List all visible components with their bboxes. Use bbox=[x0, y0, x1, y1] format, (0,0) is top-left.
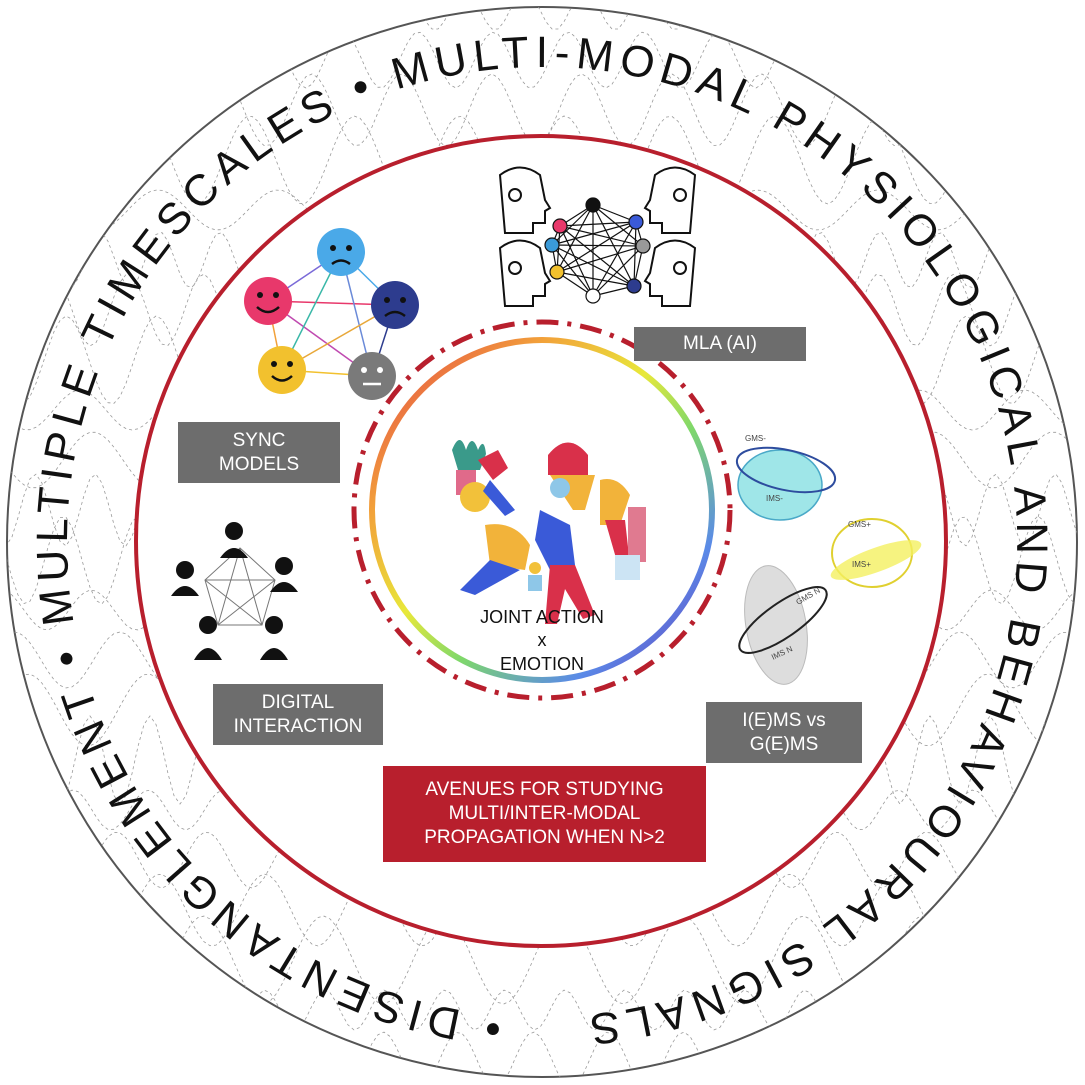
network-edge bbox=[592, 204, 637, 223]
dashed-red-circle bbox=[351, 319, 733, 701]
digital-interaction-label: DIGITAL INTERACTION bbox=[213, 684, 383, 745]
joint-action-illustration bbox=[452, 440, 646, 624]
emotion-network bbox=[244, 228, 419, 400]
network-edge bbox=[559, 225, 594, 297]
network-edge bbox=[559, 225, 635, 287]
avenues-label: AVENUES FOR STUDYING MULTI/INTER-MODAL P… bbox=[383, 766, 706, 862]
person-icon bbox=[171, 561, 199, 596]
happy-face-icon bbox=[244, 277, 292, 325]
network-edge bbox=[556, 225, 561, 273]
center-line-x: x bbox=[537, 630, 547, 651]
network-edge bbox=[551, 244, 635, 287]
ims-gms-ellipses: GMS- IMS- GMS+ IMS+ GMS N IMS N bbox=[735, 434, 922, 685]
label-gms-minus: GMS- bbox=[745, 434, 766, 443]
smiling-face-icon bbox=[258, 346, 306, 394]
person-icon bbox=[220, 522, 248, 558]
network-edge bbox=[556, 221, 637, 273]
center-line-emotion: EMOTION bbox=[500, 653, 584, 674]
center-line-joint-action: JOINT ACTION bbox=[480, 607, 604, 627]
network-node bbox=[544, 237, 560, 253]
sad-face-icon bbox=[371, 281, 419, 329]
rainbow-circle bbox=[369, 337, 715, 683]
network-edge bbox=[592, 204, 644, 247]
network-edge bbox=[592, 221, 637, 297]
robot-head-icon bbox=[643, 239, 697, 307]
network-edge bbox=[551, 244, 644, 247]
network-edge bbox=[551, 244, 594, 297]
network-edge bbox=[592, 245, 644, 297]
network-edge bbox=[551, 221, 637, 246]
ai-network bbox=[544, 197, 651, 304]
network-node bbox=[626, 278, 642, 294]
worried-face-icon bbox=[317, 228, 365, 276]
network-node bbox=[549, 264, 565, 280]
robot-head-icon bbox=[643, 166, 697, 234]
network-node bbox=[552, 218, 568, 234]
person-icon bbox=[270, 557, 298, 592]
label-ims-minus: IMS- bbox=[766, 494, 783, 503]
label-ims-plus: IMS+ bbox=[852, 560, 871, 569]
label-gms-plus: GMS+ bbox=[848, 520, 871, 529]
robot-head-icon bbox=[498, 166, 552, 234]
network-edge bbox=[559, 221, 637, 227]
center-title: JOINT ACTION x EMOTION bbox=[442, 606, 642, 676]
iems-vs-gems-label: I(E)MS vs G(E)MS bbox=[706, 702, 862, 763]
robot-head-icon bbox=[498, 239, 552, 307]
person-icon bbox=[194, 616, 222, 660]
network-edge bbox=[556, 271, 635, 287]
neutral-face-icon bbox=[348, 352, 396, 400]
people-network bbox=[171, 522, 298, 660]
network-node bbox=[585, 288, 601, 304]
network-node bbox=[628, 214, 644, 230]
network-edge bbox=[559, 225, 644, 247]
network-node bbox=[585, 197, 601, 213]
mla-ai-label: MLA (AI) bbox=[634, 327, 806, 361]
person-icon bbox=[260, 616, 288, 660]
robot-head-icons bbox=[498, 166, 697, 307]
sync-models-label: SYNC MODELS bbox=[178, 422, 340, 483]
network-node bbox=[635, 238, 651, 254]
